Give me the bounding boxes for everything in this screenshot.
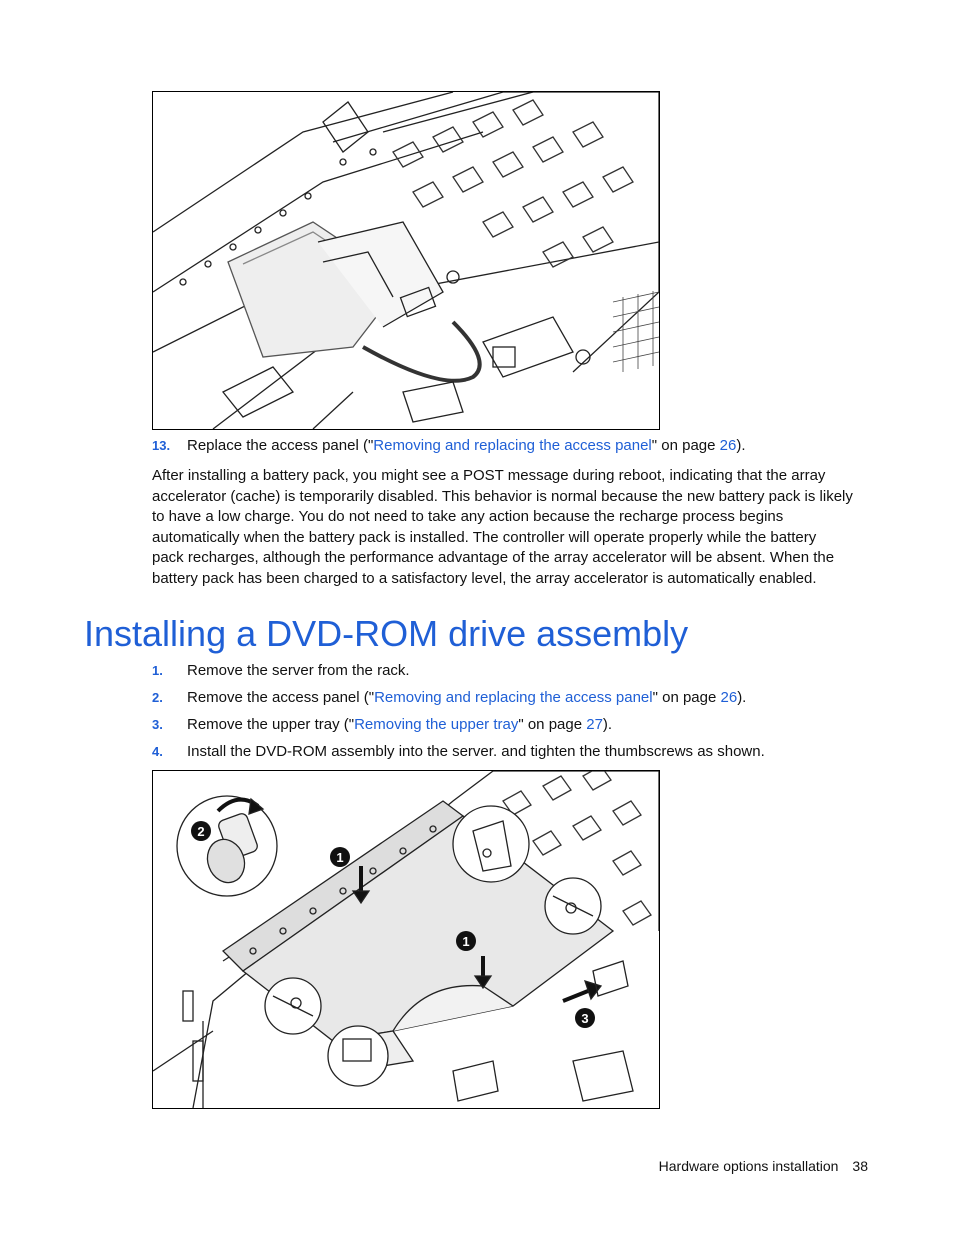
step-3: 3. Remove the upper tray ("Removing the u… (152, 715, 612, 735)
step-text: Install the DVD-ROM assembly into the se… (187, 743, 765, 760)
callout-2 (191, 821, 211, 841)
dvd-rom-illustration: 2 1 1 3 (153, 771, 659, 1108)
step-number: 13. (152, 438, 171, 453)
callout-1-label: 1 (336, 850, 343, 865)
page-link-26[interactable]: 26 (720, 689, 738, 706)
dvd-rom-figure: 2 1 1 3 (152, 770, 660, 1109)
step-text-pre: Replace the access panel (" (187, 437, 374, 454)
page-link-27[interactable]: 27 (586, 716, 603, 733)
step-4: 4. Install the DVD-ROM assembly into the … (152, 742, 765, 762)
page-footer: Hardware options installation 38 (659, 1158, 868, 1174)
callout-2-label: 2 (197, 824, 204, 839)
link-removing-upper-tray[interactable]: Removing the upper tray (354, 716, 519, 733)
paragraph-line: to have a low charge. You do not need to… (152, 508, 784, 525)
step-number: 4. (152, 744, 163, 759)
step-text-mid: " on page (652, 689, 721, 706)
callout-1-label: 1 (462, 934, 469, 949)
step-number: 2. (152, 690, 163, 705)
step-1: 1. Remove the server from the rack. (152, 661, 410, 681)
paragraph-line: automatically when the battery pack is i… (152, 528, 817, 546)
paragraph-line: pack recharges, although the performance… (152, 549, 835, 566)
step-13: 13. Replace the access panel ("Removing a… (152, 436, 746, 456)
step-2: 2. Remove the access panel ("Removing and… (152, 688, 746, 708)
step-text-post: ). (602, 716, 613, 733)
footer-page-number: 38 (852, 1158, 868, 1174)
battery-pack-figure (152, 91, 660, 430)
battery-pack-illustration (153, 92, 659, 429)
callout-3 (575, 1008, 595, 1028)
callout-3-label: 3 (581, 1011, 588, 1026)
section-heading: Installing a DVD-ROM drive assembly (84, 613, 689, 654)
page-link-26[interactable]: 26 (719, 437, 737, 454)
paragraph-line: After installing a battery pack, you mig… (152, 467, 826, 484)
step-text-pre: Remove the upper tray (" (187, 716, 355, 733)
paragraph-line: accelerator (cache) is temporarily disab… (152, 487, 853, 505)
callout-1 (456, 931, 476, 951)
callout-1 (330, 847, 350, 867)
link-removing-replacing-access-panel[interactable]: Removing and replacing the access panel (374, 689, 653, 706)
link-removing-replacing-access-panel[interactable]: Removing and replacing the access panel (373, 437, 652, 454)
step-text-mid: " on page (518, 716, 587, 733)
step-text-post: ). (737, 689, 747, 706)
footer-section-title: Hardware options installation (658, 1158, 839, 1174)
step-text-post: ). (736, 437, 746, 454)
step-text-pre: Remove the access panel (" (187, 689, 375, 706)
step-text-mid: " on page (651, 437, 720, 454)
step-text: Remove the server from the rack. (187, 662, 410, 679)
paragraph-line: battery pack has been charged to a satis… (152, 569, 817, 587)
step-number: 3. (152, 717, 163, 732)
step-number: 1. (152, 663, 163, 678)
battery-note-paragraph: After installing a battery pack, you mig… (152, 466, 872, 589)
